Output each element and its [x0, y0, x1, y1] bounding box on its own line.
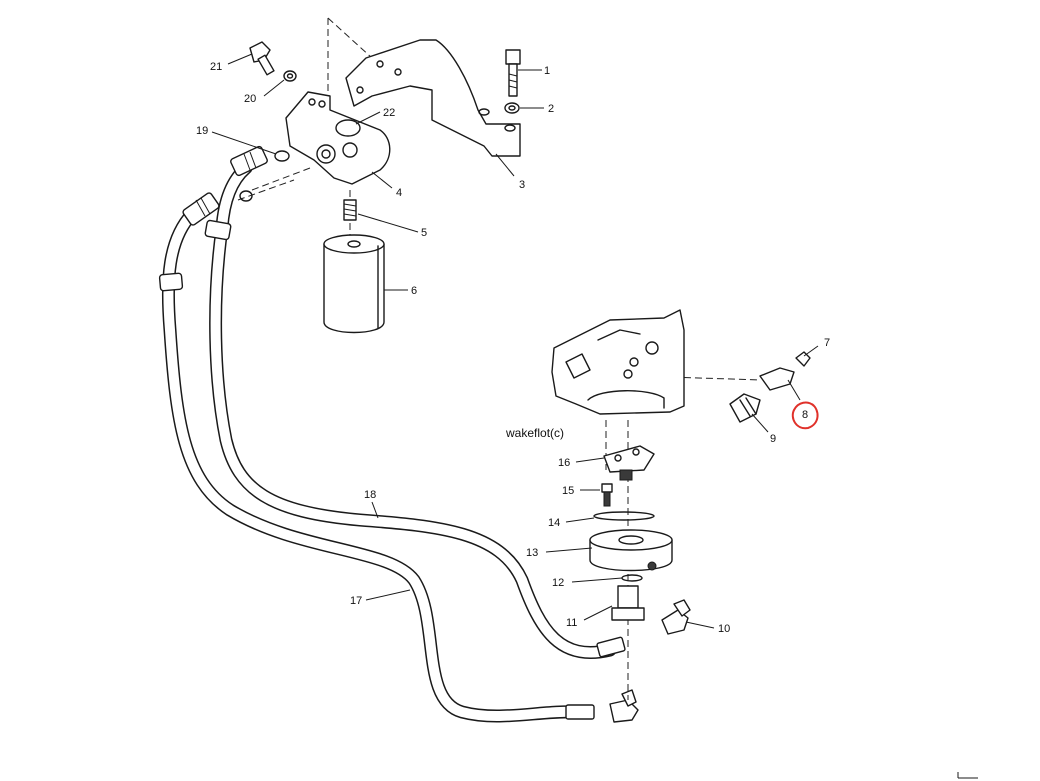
callout-2: 2 [548, 103, 554, 115]
callout-8: 8 [802, 409, 808, 421]
callout-14: 14 [548, 517, 560, 529]
callout-16: 16 [558, 457, 570, 469]
diagram-caption: wakeflot(c) [505, 426, 564, 440]
callout-18: 18 [364, 489, 376, 501]
callout-19: 19 [196, 125, 208, 137]
hose-assembly [158, 145, 691, 723]
callout-20: 20 [244, 93, 256, 105]
callout-1: 1 [544, 65, 550, 77]
callout-leaders [211, 53, 819, 629]
upper-filter-assembly [239, 39, 521, 334]
callout-13: 13 [526, 547, 538, 559]
callout-4: 4 [396, 187, 402, 199]
callout-3: 3 [519, 179, 525, 191]
callout-6: 6 [411, 285, 417, 297]
callout-21: 21 [210, 61, 222, 73]
callout-17: 17 [350, 595, 362, 607]
callout-10: 10 [718, 623, 730, 635]
callout-11: 11 [566, 617, 577, 629]
callout-12: 12 [552, 577, 564, 589]
lower-cooler-assembly [551, 309, 811, 621]
callout-22: 22 [383, 107, 395, 119]
callout-labels: 1 2 3 4 5 6 7 8 9 10 11 12 13 14 15 16 1… [196, 61, 830, 635]
highlight-circle [791, 401, 819, 430]
callout-15: 15 [562, 485, 574, 497]
callout-5: 5 [421, 227, 427, 239]
callout-7: 7 [824, 337, 830, 349]
callout-9: 9 [770, 433, 776, 445]
